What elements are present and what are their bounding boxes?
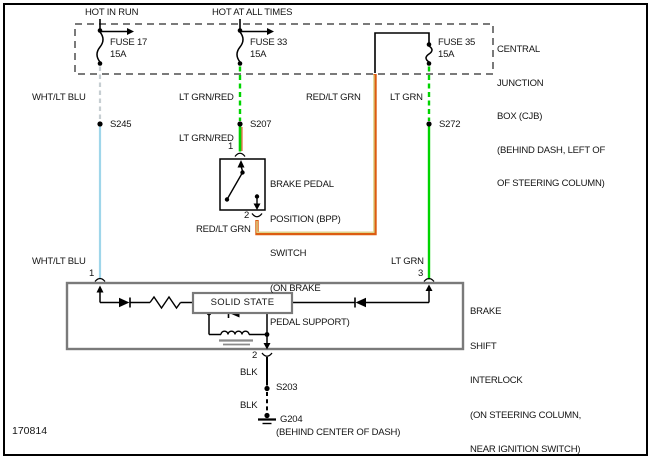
switch-arrow-up-icon bbox=[237, 160, 245, 168]
terminal-3-arrow-icon bbox=[425, 284, 433, 291]
wire-label-lt-grn-upper: LT GRN bbox=[390, 92, 423, 103]
wire-label-red-lt-grn-lower: RED/LT GRN bbox=[196, 224, 251, 235]
switch-lever bbox=[226, 172, 244, 200]
hot-at-all-times-label: HOT AT ALL TIMES bbox=[212, 7, 293, 18]
interlock-name-line: (ON STEERING COLUMN, bbox=[470, 409, 582, 421]
interlock-terminal-1-label: 1 bbox=[89, 268, 95, 279]
solid-state-box bbox=[191, 291, 294, 315]
wire-red-lt-grn-core bbox=[256, 75, 375, 233]
bpp-name-line: PEDAL SUPPORT) bbox=[270, 317, 350, 328]
interlock-name: BRAKE SHIFT INTERLOCK (ON STEERING COLUM… bbox=[470, 284, 581, 461]
terminal-2-arrow-icon bbox=[263, 343, 271, 350]
bpp-terminal-2-label: 2 bbox=[244, 210, 250, 221]
wire-label-blk-upper: BLK bbox=[240, 367, 258, 378]
hot-in-run-label: HOT IN RUN bbox=[85, 7, 139, 18]
ground-path bbox=[258, 357, 276, 425]
diagram-number: 170814 bbox=[12, 425, 48, 437]
wire-label-wht-lt-blu-upper: WHT/LT BLU bbox=[32, 92, 86, 103]
ground-icon bbox=[264, 412, 270, 419]
fuse-17-rating: 15A bbox=[110, 49, 127, 60]
resistor-icon bbox=[149, 295, 182, 310]
interlock-terminal-2-connector bbox=[261, 352, 273, 357]
splice-s207-dot bbox=[237, 121, 243, 127]
bpp-name-line: POSITION (BPP) bbox=[270, 213, 341, 225]
interlock-terminal-3-connector bbox=[423, 277, 435, 282]
interlock-terminal-3-label: 3 bbox=[418, 268, 424, 279]
wire-label-red-lt-grn-upper: RED/LT GRN bbox=[306, 92, 361, 103]
diode-icon bbox=[355, 297, 366, 308]
fuse-35-label: FUSE 35 bbox=[438, 37, 476, 48]
splice-s272-dot bbox=[426, 121, 432, 127]
ground-g204-label: G204 bbox=[280, 414, 303, 425]
wire-label-lt-grn-lower: LT GRN bbox=[391, 256, 424, 267]
interlock-name-line: SHIFT bbox=[470, 340, 497, 352]
interlock-box bbox=[65, 281, 465, 351]
bpp-terminal-1-connector bbox=[234, 152, 246, 157]
fuse-33-label: FUSE 33 bbox=[250, 37, 288, 48]
fuse-35-symbol bbox=[374, 32, 433, 73]
fuse-33-symbol bbox=[236, 19, 274, 66]
fuse-35-rating: 15A bbox=[438, 49, 455, 60]
splice-s203-dot bbox=[264, 385, 270, 392]
wire-label-lt-grn-red-lower: LT GRN/RED bbox=[179, 133, 234, 144]
diode-icon bbox=[119, 297, 130, 308]
interlock-name-line: INTERLOCK bbox=[470, 375, 523, 386]
feed-arrow-icon bbox=[127, 28, 134, 35]
splice-s272-label: S272 bbox=[439, 119, 461, 130]
splice-s245-label: S245 bbox=[110, 119, 132, 130]
bpp-name-line: BRAKE PEDAL bbox=[270, 179, 334, 190]
terminal-1-arrow-icon bbox=[96, 285, 104, 293]
interlock-name-line: NEAR IGNITION SWITCH) bbox=[470, 444, 581, 455]
bpp-switch-name: BRAKE PEDAL POSITION (BPP) SWITCH (ON BR… bbox=[270, 157, 350, 352]
fuse-33-rating: 15A bbox=[250, 49, 267, 60]
bpp-name-line: SWITCH bbox=[270, 248, 307, 259]
wire-label-lt-grn-red-upper: LT GRN/RED bbox=[179, 92, 234, 103]
switch-arrow-down-icon bbox=[253, 203, 261, 210]
ground-location-label: (BEHIND CENTER OF DASH) bbox=[276, 427, 401, 438]
bpp-terminal-2-connector bbox=[251, 213, 263, 218]
interlock-terminal-1-connector bbox=[94, 277, 106, 282]
fuse-17-symbol bbox=[96, 19, 134, 66]
bpp-terminal-1-label: 1 bbox=[228, 141, 234, 152]
bpp-name-line: (ON BRAKE bbox=[270, 282, 321, 294]
cjb-name: CENTRAL JUNCTION BOX (CJB) (BEHIND DASH,… bbox=[497, 22, 605, 212]
interlock-name-line: BRAKE bbox=[470, 306, 502, 317]
solid-state-label: SOLID STATE bbox=[210, 297, 275, 308]
cjb-name-line: BOX (CJB) bbox=[497, 111, 543, 122]
coil-icon bbox=[220, 330, 250, 335]
cjb-dashed-box bbox=[74, 23, 494, 75]
cjb-name-line: JUNCTION bbox=[497, 77, 544, 89]
splice-s203-label: S203 bbox=[276, 382, 298, 393]
cjb-name-line: OF STEERING COLUMN) bbox=[497, 178, 605, 189]
wire-label-wht-lt-blu-lower: WHT/LT BLU bbox=[32, 256, 86, 267]
cjb-name-line: CENTRAL bbox=[497, 44, 540, 55]
bpp-switch-symbol bbox=[219, 158, 266, 211]
diagram-border bbox=[3, 3, 648, 456]
splice-s245-dot bbox=[97, 121, 103, 127]
feed-arrow-icon bbox=[267, 28, 274, 35]
wire-label-blk-lower: BLK bbox=[240, 400, 258, 411]
fuse-17-label: FUSE 17 bbox=[110, 37, 148, 48]
splice-s207-label: S207 bbox=[250, 119, 272, 130]
interlock-terminal-2-label: 2 bbox=[252, 350, 258, 361]
cjb-name-line: (BEHIND DASH, LEFT OF bbox=[497, 144, 606, 156]
